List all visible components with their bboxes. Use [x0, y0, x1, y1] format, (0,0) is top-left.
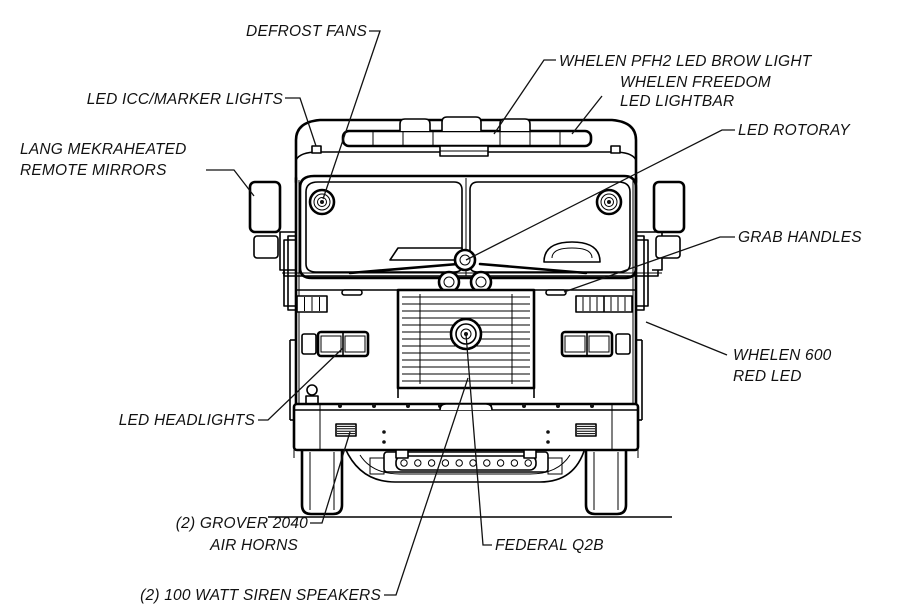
marker-light-right — [610, 145, 621, 154]
leader-siren-speakers — [384, 377, 469, 596]
front-bumper — [292, 402, 640, 452]
mirror-arm-left — [279, 231, 296, 271]
right-tire — [584, 448, 628, 516]
face-handle-left — [341, 289, 363, 296]
fire-truck-front — [248, 116, 686, 518]
headlight-right — [560, 330, 631, 358]
defrost-fan-right — [595, 188, 623, 216]
tow-bar-hole — [414, 459, 422, 467]
leader-lightbar — [571, 95, 603, 135]
label-red-led-line2: RED LED — [733, 368, 802, 385]
red-led-left — [296, 295, 328, 313]
callout-labels: DEFROST FANS WHELEN PFH2 LED BROW LIGHT … — [20, 23, 862, 604]
left-tire — [300, 448, 344, 516]
tow-bar-hole — [524, 459, 532, 467]
lightbar — [341, 116, 593, 157]
tow-bar-hole — [496, 459, 505, 467]
wiper-right — [478, 262, 588, 275]
leader-air-horns — [310, 431, 351, 524]
dash-console-right — [543, 241, 601, 263]
label-defrost-fans: DEFROST FANS — [246, 23, 367, 40]
dash-console-left — [389, 247, 463, 261]
mirror-right — [652, 180, 686, 259]
siren-speaker-right — [575, 423, 597, 437]
label-lightbar-line1: WHELEN FREEDOM — [620, 74, 771, 91]
defrost-fan-left — [308, 188, 336, 216]
tow-bar-hole — [441, 459, 450, 467]
siren-speaker-left — [335, 423, 357, 437]
callout-leaders — [206, 30, 735, 596]
label-grab-handles: GRAB HANDLES — [738, 229, 862, 246]
label-federal: FEDERAL Q2B — [495, 537, 604, 554]
left-post-light — [305, 384, 319, 405]
leader-federal — [465, 333, 492, 546]
tow-bar-hole — [510, 459, 519, 467]
label-headlights: LED HEADLIGHTS — [119, 412, 256, 429]
label-siren-speakers: (2) 100 WATT SIREN SPEAKERS — [140, 587, 381, 604]
label-marker-lights: LED ICC/MARKER LIGHTS — [87, 91, 284, 108]
tow-bar-hole — [469, 459, 477, 467]
tow-bar-hole — [455, 459, 463, 467]
tow-bar — [395, 455, 537, 471]
mirror-left — [248, 180, 282, 259]
label-air-horns-line1: (2) GROVER 2040 — [176, 515, 308, 532]
label-brow-light: WHELEN PFH2 LED BROW LIGHT — [559, 53, 813, 70]
leader-rotoray — [465, 129, 735, 261]
label-red-led-line1: WHELEN 600 — [733, 347, 832, 364]
label-lightbar-line2: LED LIGHTBAR — [620, 93, 734, 110]
wiper-left — [348, 262, 460, 275]
marker-light-left — [311, 145, 322, 154]
tow-bar-hole — [427, 459, 436, 467]
tow-bar-hole — [483, 459, 491, 467]
label-mirrors-line1: LANG MEKRAHEATED — [20, 141, 187, 158]
leader-grab-handles — [563, 236, 735, 293]
face-handle-right — [545, 289, 567, 296]
leader-marker-lights — [285, 97, 317, 147]
label-rotoray: LED ROTORAY — [738, 122, 851, 139]
air-horn-bracket — [395, 449, 409, 459]
label-air-horns-line2: AIR HORNS — [209, 537, 298, 554]
tow-bar-hole — [400, 459, 408, 467]
leader-defrost-fans — [322, 30, 381, 200]
headlight-left — [301, 330, 370, 358]
leader-brow-light — [493, 59, 556, 135]
label-mirrors-line2: REMOTE MIRRORS — [20, 162, 167, 179]
red-led-right — [575, 295, 633, 313]
leader-headlights — [258, 347, 344, 421]
leader-red-led — [645, 321, 728, 356]
leader-mirrors — [206, 169, 255, 197]
